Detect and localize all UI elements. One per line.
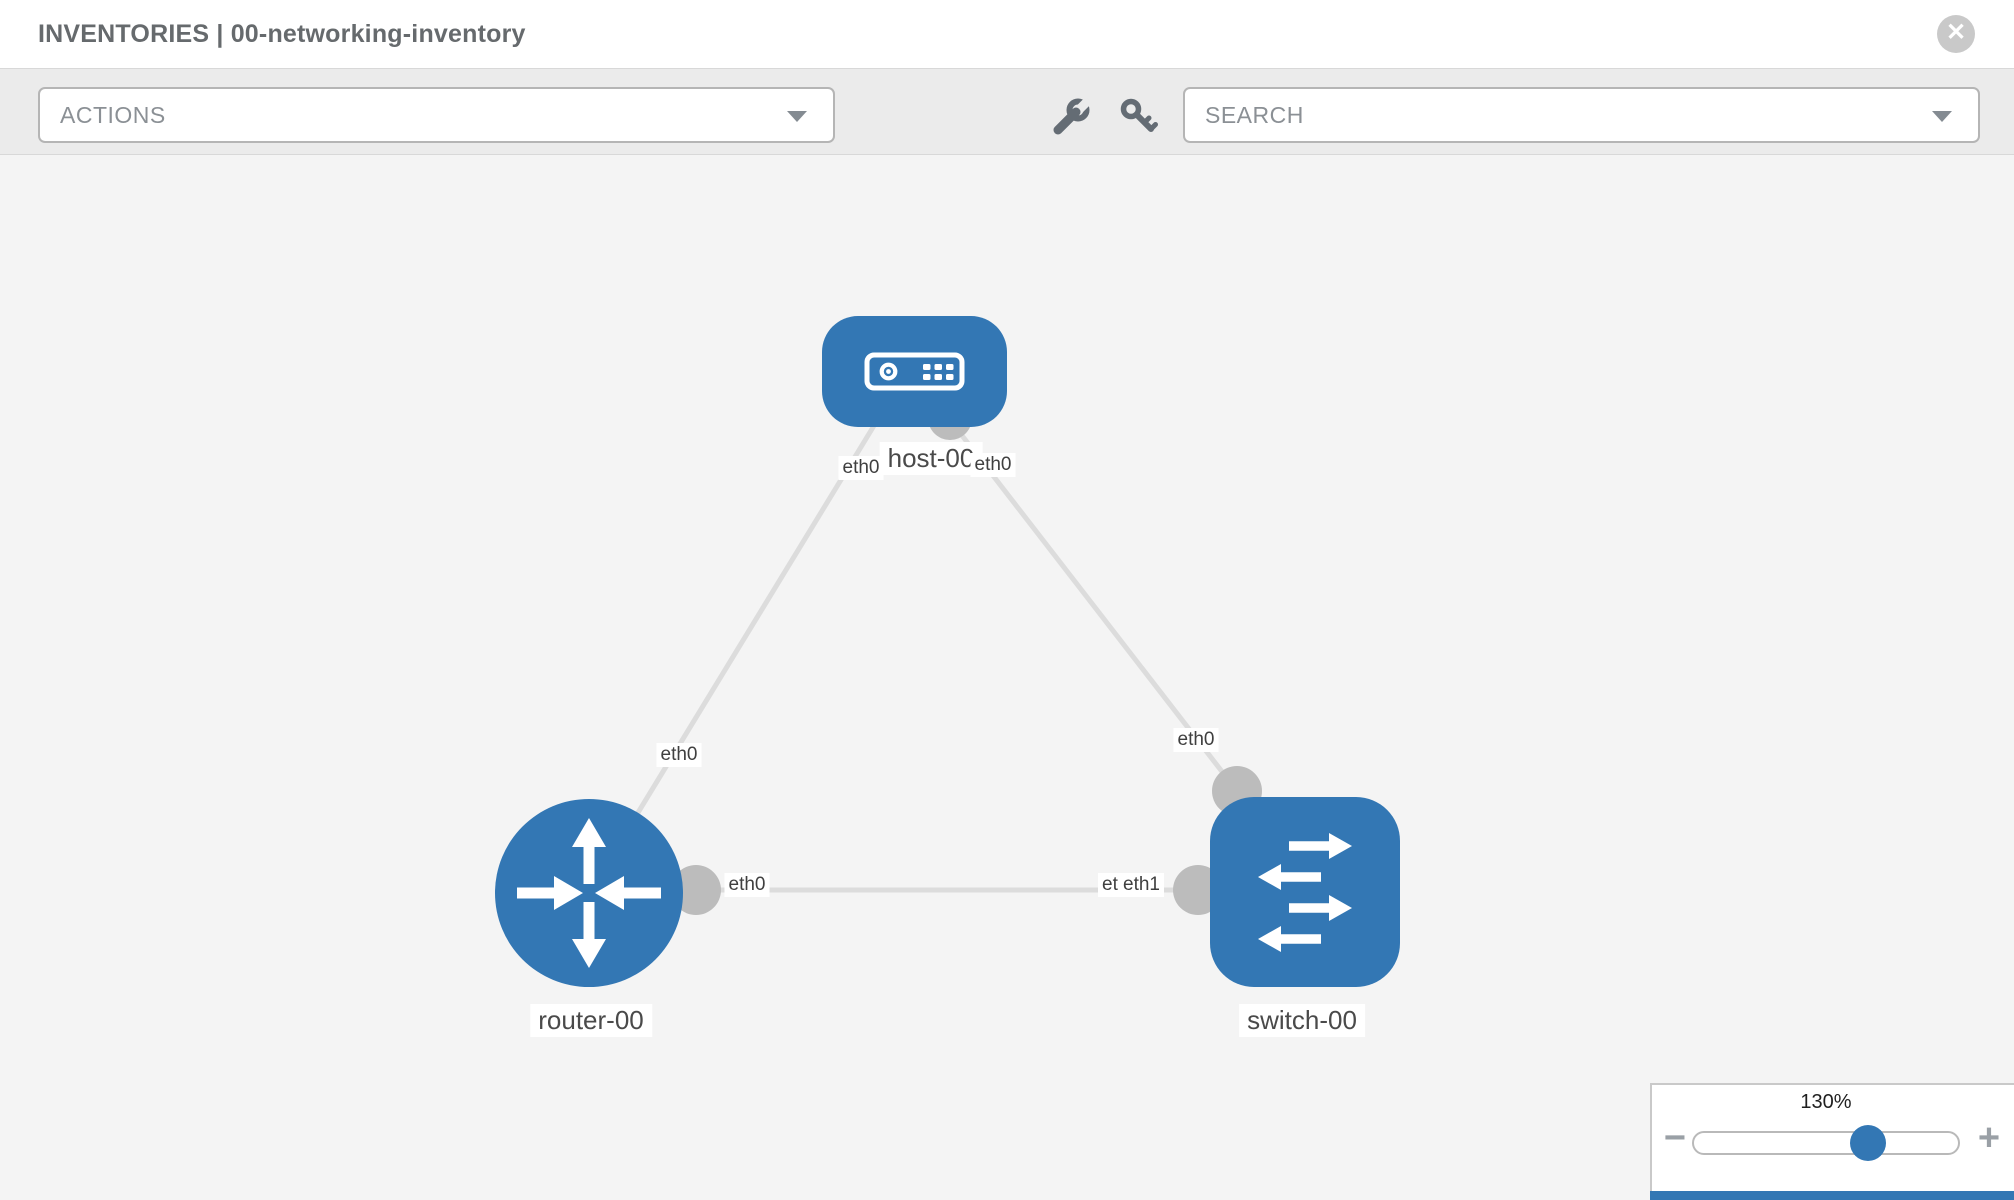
host-icon xyxy=(864,352,965,391)
if-label-router-eth0-top: eth0 xyxy=(656,743,702,767)
node-label-router: router-00 xyxy=(530,1004,652,1037)
port-arrow-host xyxy=(933,424,967,440)
zoom-in-button[interactable]: + xyxy=(1977,1117,2001,1159)
if-label-switch-eth0-top: eth0 xyxy=(1173,728,1219,752)
credentials-button[interactable] xyxy=(1118,96,1160,138)
if-label-switch-eth1: eth1 xyxy=(1119,873,1164,897)
switch-icon xyxy=(1258,833,1352,952)
node-switch-00[interactable] xyxy=(1210,797,1400,987)
wrench-icon xyxy=(1053,96,1093,135)
node-host-00[interactable] xyxy=(822,316,1007,427)
topology-canvas[interactable] xyxy=(0,155,2014,1200)
if-label-host-eth0-right: eth0 xyxy=(970,453,1016,477)
if-label-router-eth0-right: eth0 xyxy=(724,873,770,897)
header: INVENTORIES | 00-networking-inventory ✕ xyxy=(0,0,2014,69)
port-dot-router xyxy=(671,865,721,915)
zoom-slider-track[interactable] xyxy=(1692,1125,1960,1161)
node-label-switch: switch-00 xyxy=(1239,1004,1365,1037)
actions-dropdown-label: ACTIONS xyxy=(60,102,166,128)
zoom-level: 130% xyxy=(1800,1091,1852,1113)
zoom-panel: 130% − + xyxy=(1650,1083,2014,1200)
page-title: INVENTORIES | 00-networking-inventory xyxy=(38,20,526,48)
chevron-down-icon xyxy=(1932,111,1952,122)
tools-button[interactable] xyxy=(1050,96,1093,138)
if-label-host-eth0-left: eth0 xyxy=(838,456,884,480)
search-placeholder: SEARCH xyxy=(1205,102,1304,128)
zoom-slider-thumb[interactable] xyxy=(1850,1125,1886,1161)
node-router-00[interactable] xyxy=(495,799,683,987)
close-button[interactable]: ✕ xyxy=(1937,15,1975,53)
key-icon xyxy=(1120,98,1158,132)
toolbar: ACTIONS SEARCH xyxy=(0,69,2014,155)
key-panel-edge xyxy=(1650,1191,2014,1200)
node-label-host: host-00 xyxy=(879,442,983,475)
zoom-out-button[interactable]: − xyxy=(1663,1117,1687,1159)
router-icon xyxy=(517,818,661,968)
actions-dropdown[interactable]: ACTIONS xyxy=(38,87,835,143)
search-dropdown[interactable]: SEARCH xyxy=(1183,87,1980,143)
chevron-down-icon xyxy=(787,111,807,122)
close-icon: ✕ xyxy=(1945,19,1967,46)
